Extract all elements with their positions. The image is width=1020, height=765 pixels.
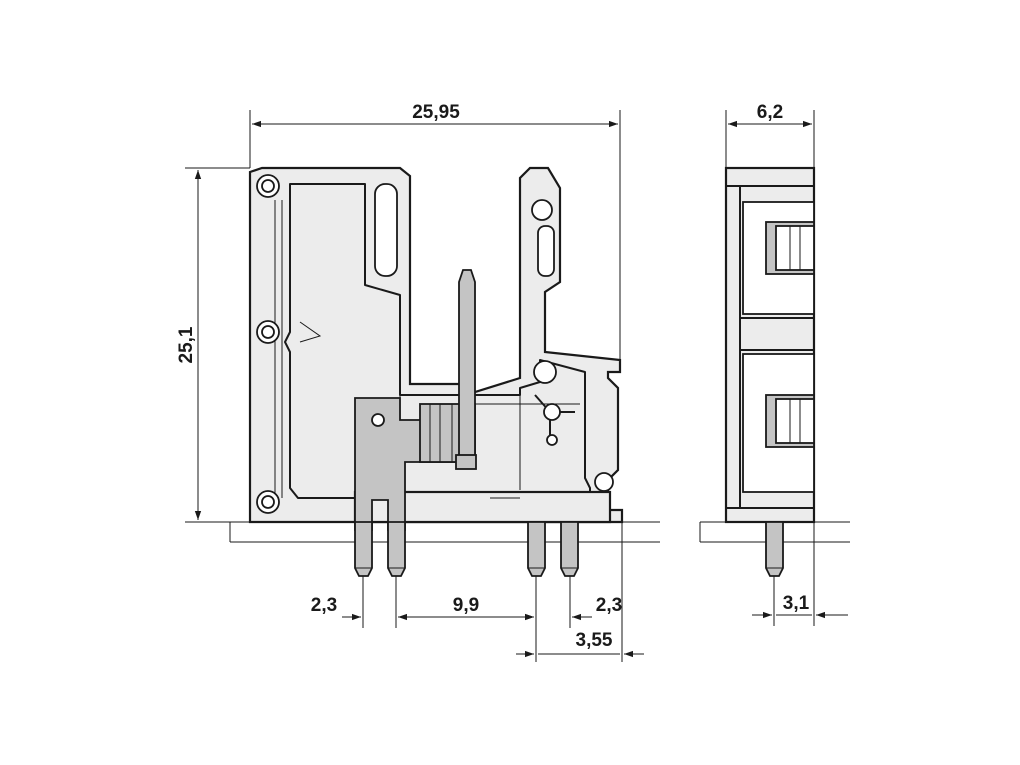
dim-side-pin-offset: 3,1 xyxy=(783,593,810,614)
front-view xyxy=(229,166,660,577)
upper-slot xyxy=(374,183,398,277)
solder-pins xyxy=(354,521,579,577)
right-slot xyxy=(537,225,555,277)
dim-overall-width: 25,95 xyxy=(412,102,460,123)
dimension-lines: 25,95 25,1 6,2 2,3 9,9 2,3 3,55 xyxy=(176,102,848,662)
dim-overall-height: 25,1 xyxy=(176,326,197,363)
mounting-hole xyxy=(533,360,557,384)
inner-frame xyxy=(284,183,591,499)
dim-pin-offset-right: 3,55 xyxy=(576,630,613,651)
mounting-hole xyxy=(531,199,553,221)
dim-pin-spacing-middle: 9,9 xyxy=(453,595,479,616)
dim-side-width: 6,2 xyxy=(757,102,783,123)
dim-pin-pitch-left: 2,3 xyxy=(311,595,337,616)
side-view xyxy=(699,166,850,577)
dim-pin-pitch-right: 2,3 xyxy=(596,595,622,616)
actuator-pin xyxy=(458,269,476,463)
mounting-hole xyxy=(594,472,614,492)
housing-outline xyxy=(248,166,624,524)
